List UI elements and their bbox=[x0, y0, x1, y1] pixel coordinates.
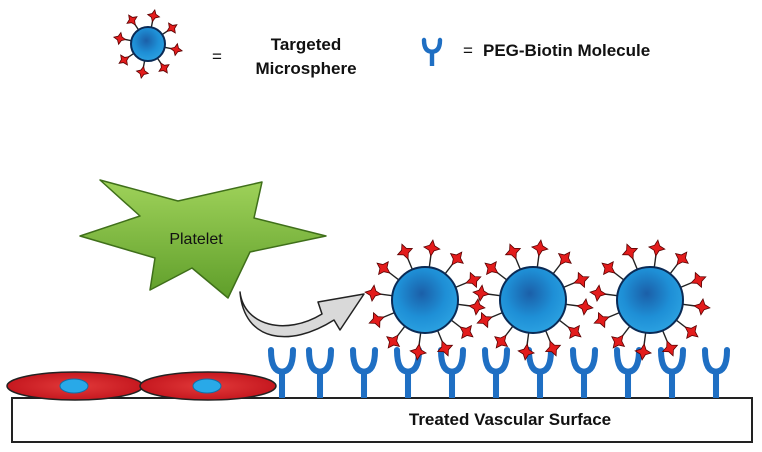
ligand bbox=[634, 343, 653, 361]
ligand bbox=[589, 284, 607, 303]
peg-biotin-molecule bbox=[393, 346, 423, 398]
peg-biotin-molecule bbox=[569, 346, 599, 398]
ligand bbox=[436, 340, 454, 357]
microsphere-icon bbox=[112, 8, 184, 80]
ligand bbox=[364, 284, 382, 303]
microsphere-group bbox=[364, 239, 711, 361]
ligand bbox=[368, 311, 385, 329]
peg-arms bbox=[701, 346, 731, 375]
ligand bbox=[376, 261, 391, 276]
vascular-surface bbox=[11, 397, 753, 443]
sphere-core bbox=[391, 266, 459, 334]
peg-biotin-molecule bbox=[481, 346, 511, 398]
ligand bbox=[476, 311, 493, 329]
ligand bbox=[158, 62, 170, 74]
ligand bbox=[422, 239, 441, 257]
ligand bbox=[576, 297, 594, 316]
ligand bbox=[118, 54, 130, 66]
ligand bbox=[449, 251, 464, 266]
microsphere bbox=[112, 8, 184, 80]
ligand bbox=[386, 334, 401, 349]
platelet-shape bbox=[79, 179, 327, 299]
sphere-core bbox=[130, 26, 166, 62]
endothelial-cell bbox=[6, 371, 144, 401]
ligand bbox=[647, 239, 666, 257]
peg-biotin-molecule bbox=[349, 346, 379, 398]
peg-arms bbox=[481, 346, 511, 375]
peg-biotin-molecule bbox=[305, 346, 335, 398]
ligand bbox=[544, 340, 562, 357]
legend: = Targeted Microsphere = PEG-Biotin Mole… bbox=[112, 8, 650, 80]
peg-biotin-molecule bbox=[421, 37, 443, 66]
platelet: Platelet bbox=[79, 179, 327, 299]
peg-biotin-molecule bbox=[437, 346, 467, 398]
sphere-core bbox=[499, 266, 567, 334]
ligand bbox=[661, 340, 679, 357]
peg-arms bbox=[421, 37, 443, 54]
ligand bbox=[557, 251, 572, 266]
ligand bbox=[684, 324, 699, 339]
ligand bbox=[567, 324, 582, 339]
peg-arms bbox=[569, 346, 599, 375]
peg-biotin-molecule bbox=[701, 346, 731, 398]
ligand bbox=[126, 14, 138, 26]
peg-label: PEG-Biotin Molecule bbox=[483, 41, 650, 60]
peg-biotin-molecule bbox=[525, 346, 555, 398]
ligand bbox=[504, 243, 522, 260]
peg-biotin-row bbox=[267, 346, 731, 398]
ligand bbox=[135, 65, 150, 80]
ligand bbox=[693, 297, 711, 316]
ligand bbox=[690, 271, 707, 289]
nucleus bbox=[59, 378, 89, 394]
microsphere bbox=[364, 239, 486, 361]
microsphere-label-line2: Microsphere bbox=[255, 59, 356, 78]
ligand bbox=[674, 251, 689, 266]
peg-biotin-icon bbox=[421, 37, 443, 66]
peg-arms bbox=[437, 346, 467, 375]
ligand bbox=[468, 297, 486, 316]
ligand bbox=[166, 22, 178, 34]
peg-equals: = bbox=[463, 41, 473, 60]
ligand bbox=[517, 343, 536, 361]
microsphere bbox=[589, 239, 711, 361]
peg-arms bbox=[349, 346, 379, 375]
nucleus bbox=[192, 378, 222, 394]
ligand bbox=[396, 243, 414, 260]
ligand bbox=[472, 284, 490, 303]
microsphere-label-line1: Targeted bbox=[271, 35, 342, 54]
ligand bbox=[465, 271, 482, 289]
peg-biotin-molecule bbox=[613, 346, 643, 398]
ligand bbox=[601, 261, 616, 276]
ligand bbox=[409, 343, 428, 361]
peg-biotin-molecule bbox=[267, 346, 297, 398]
sphere-core bbox=[616, 266, 684, 334]
ligand bbox=[169, 42, 184, 57]
peg-arms bbox=[267, 346, 297, 375]
ligand bbox=[112, 31, 127, 46]
ligand bbox=[611, 334, 626, 349]
peg-arms bbox=[613, 346, 643, 375]
ligand bbox=[494, 334, 509, 349]
microsphere-equals: = bbox=[212, 47, 222, 66]
platelet-label: Platelet bbox=[169, 231, 223, 248]
ligand bbox=[484, 261, 499, 276]
peg-arms bbox=[305, 346, 335, 375]
peg-biotin-molecule bbox=[657, 346, 687, 398]
ligand bbox=[621, 243, 639, 260]
surface-label: Treated Vascular Surface bbox=[409, 410, 611, 429]
curved-arrow-icon bbox=[239, 291, 365, 338]
ligand bbox=[573, 271, 590, 289]
endothelial-cell bbox=[139, 371, 277, 401]
ligand bbox=[459, 324, 474, 339]
ligand bbox=[146, 8, 161, 23]
ligand bbox=[593, 311, 610, 329]
ligand bbox=[530, 239, 549, 257]
microsphere bbox=[472, 239, 594, 361]
